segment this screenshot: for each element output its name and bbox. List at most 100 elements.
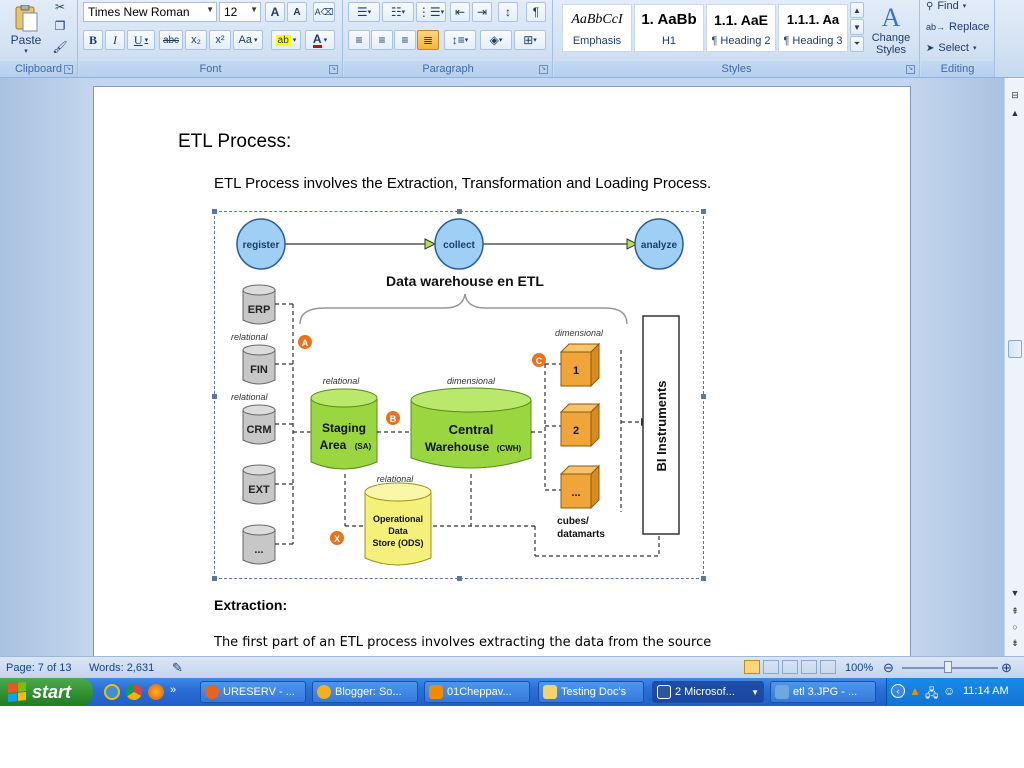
- network-tray-icon[interactable]: 🖧: [925, 686, 939, 700]
- resize-handle[interactable]: [457, 209, 462, 214]
- task-ureserv[interactable]: URESERV - ...: [200, 681, 306, 703]
- scrollbar-thumb[interactable]: [1008, 340, 1022, 358]
- resize-handle[interactable]: [457, 576, 462, 581]
- bullets-button[interactable]: ☰▾: [348, 2, 380, 22]
- change-styles-button[interactable]: A Change Styles: [868, 0, 914, 60]
- full-screen-reading-icon[interactable]: [763, 660, 779, 674]
- font-color-button[interactable]: A▾: [305, 30, 335, 50]
- numbering-button[interactable]: ☷▾: [382, 2, 414, 22]
- shrink-font-button[interactable]: A: [287, 2, 307, 22]
- resize-handle[interactable]: [212, 394, 217, 399]
- paste-button[interactable]: Paste ▾: [6, 0, 46, 60]
- start-button[interactable]: start: [0, 678, 93, 706]
- messenger-tray-icon[interactable]: ☺: [943, 684, 956, 698]
- italic-button[interactable]: I: [105, 30, 125, 50]
- brace-shape: [299, 293, 628, 325]
- print-layout-icon[interactable]: [744, 660, 760, 674]
- increase-indent-button[interactable]: ⇥: [472, 2, 492, 22]
- central-to-cubes-connectors: [344, 350, 660, 557]
- borders-button[interactable]: ⊞▾: [514, 30, 546, 50]
- justify-button[interactable]: ≣: [417, 30, 439, 50]
- style-h1[interactable]: 1. AaBb H1: [634, 4, 704, 52]
- resize-handle[interactable]: [212, 576, 217, 581]
- font-launcher-icon[interactable]: ↘: [329, 65, 338, 74]
- page-count[interactable]: Page: 7 of 13: [6, 662, 72, 674]
- find-button[interactable]: ⚲Find▾: [926, 0, 967, 12]
- proofing-icon[interactable]: ✎: [172, 660, 183, 675]
- select-button[interactable]: ➤Select▾: [926, 42, 977, 54]
- clipboard-launcher-icon[interactable]: ↘: [64, 65, 73, 74]
- styles-launcher-icon[interactable]: ↘: [906, 65, 915, 74]
- task-microsoft-word[interactable]: 2 Microsof...▼: [652, 681, 764, 703]
- document-page[interactable]: ETL Process: ETL Process involves the Ex…: [93, 86, 911, 656]
- word-count[interactable]: Words: 2,631: [89, 662, 155, 674]
- next-page-icon[interactable]: ⇟: [1011, 638, 1019, 648]
- grow-font-button[interactable]: A: [265, 2, 285, 22]
- replace-button[interactable]: ab→Replace: [925, 17, 989, 37]
- resize-handle[interactable]: [701, 209, 706, 214]
- more-chevron-icon[interactable]: »: [170, 684, 177, 696]
- align-right-button[interactable]: ≡: [394, 30, 416, 50]
- clock[interactable]: 11:14 AM: [963, 685, 1009, 697]
- task-etl-image[interactable]: etl 3.JPG - ...: [770, 681, 876, 703]
- superscript-button[interactable]: x²: [209, 30, 231, 50]
- paragraph-launcher-icon[interactable]: ↘: [539, 65, 548, 74]
- task-blogger[interactable]: Blogger: So...: [312, 681, 418, 703]
- clear-formatting-button[interactable]: A⌫: [313, 2, 335, 22]
- sort-button[interactable]: ↕: [498, 2, 518, 22]
- subscript-button[interactable]: x₂: [185, 30, 207, 50]
- scroll-down-icon[interactable]: ▼: [1010, 588, 1020, 598]
- styles-more[interactable]: ⏷: [850, 36, 864, 52]
- task-testing-docs[interactable]: Testing Doc's: [538, 681, 644, 703]
- style-heading-2[interactable]: 1.1. AaE ¶ Heading 2: [706, 4, 776, 52]
- copy-button[interactable]: ❐: [50, 18, 70, 34]
- align-center-button[interactable]: ≡: [371, 30, 393, 50]
- underline-button[interactable]: U▾: [127, 30, 155, 50]
- align-left-button[interactable]: ≡: [348, 30, 370, 50]
- font-size-combo[interactable]: 12 ▼: [219, 2, 261, 22]
- web-layout-icon[interactable]: [782, 660, 798, 674]
- show-marks-button[interactable]: ¶: [526, 2, 546, 22]
- strikethrough-button[interactable]: abc: [159, 30, 183, 50]
- vertical-scrollbar[interactable]: ⊟ ▲ ▼ ⇞ ○ ⇟: [1004, 78, 1024, 656]
- scroll-up-icon[interactable]: ▲: [1010, 108, 1020, 118]
- style-heading-3[interactable]: 1.1.1. Aa ¶ Heading 3: [778, 4, 848, 52]
- font-name-combo[interactable]: Times New Roman ▼: [83, 2, 217, 22]
- style-emphasis[interactable]: AaBbCcI Emphasis: [562, 4, 632, 52]
- zoom-out-icon[interactable]: ⊖: [883, 660, 894, 675]
- firefox-icon[interactable]: [148, 684, 164, 700]
- multilevel-list-button[interactable]: ⋮☰▾: [416, 2, 446, 22]
- chrome-icon[interactable]: [126, 684, 142, 700]
- change-case-button[interactable]: Aa▾: [233, 30, 263, 50]
- line-spacing-button[interactable]: ↕≡▾: [444, 30, 476, 50]
- ruler-toggle-icon[interactable]: ⊟: [1011, 90, 1019, 100]
- task-vlc[interactable]: 01Cheppav...: [424, 681, 530, 703]
- style-sample: 1. AaBb: [641, 11, 697, 28]
- step-analyze-circle: [634, 218, 684, 270]
- draft-icon[interactable]: [820, 660, 836, 674]
- align-right-icon: ≡: [401, 33, 409, 47]
- zoom-slider-thumb[interactable]: [944, 661, 952, 673]
- resize-handle[interactable]: [701, 394, 706, 399]
- etl-diagram-image[interactable]: register collect analyze Data warehouse …: [212, 209, 706, 581]
- browse-object-icon[interactable]: ○: [1012, 622, 1018, 632]
- format-painter-button[interactable]: 🖌: [50, 38, 70, 56]
- outline-icon[interactable]: [801, 660, 817, 674]
- ie-icon[interactable]: [104, 684, 120, 700]
- previous-page-icon[interactable]: ⇞: [1011, 606, 1019, 616]
- zoom-level[interactable]: 100%: [845, 662, 874, 674]
- decrease-indent-button[interactable]: ⇤: [450, 2, 470, 22]
- vlc-tray-icon[interactable]: ▲: [909, 684, 921, 698]
- highlight-button[interactable]: ab▾: [271, 30, 301, 50]
- chevron-down-icon[interactable]: ▼: [250, 5, 258, 14]
- styles-scroll-up[interactable]: ▲: [850, 2, 864, 18]
- tray-expand-icon[interactable]: ‹: [891, 684, 905, 698]
- bold-button[interactable]: B: [83, 30, 103, 50]
- zoom-in-icon[interactable]: ⊕: [1001, 660, 1012, 675]
- shading-button[interactable]: ◈▾: [480, 30, 512, 50]
- resize-handle[interactable]: [701, 576, 706, 581]
- cut-button[interactable]: ✂: [50, 0, 70, 14]
- resize-handle[interactable]: [212, 209, 217, 214]
- chevron-down-icon[interactable]: ▼: [206, 5, 214, 14]
- styles-scroll-down[interactable]: ▼: [850, 19, 864, 35]
